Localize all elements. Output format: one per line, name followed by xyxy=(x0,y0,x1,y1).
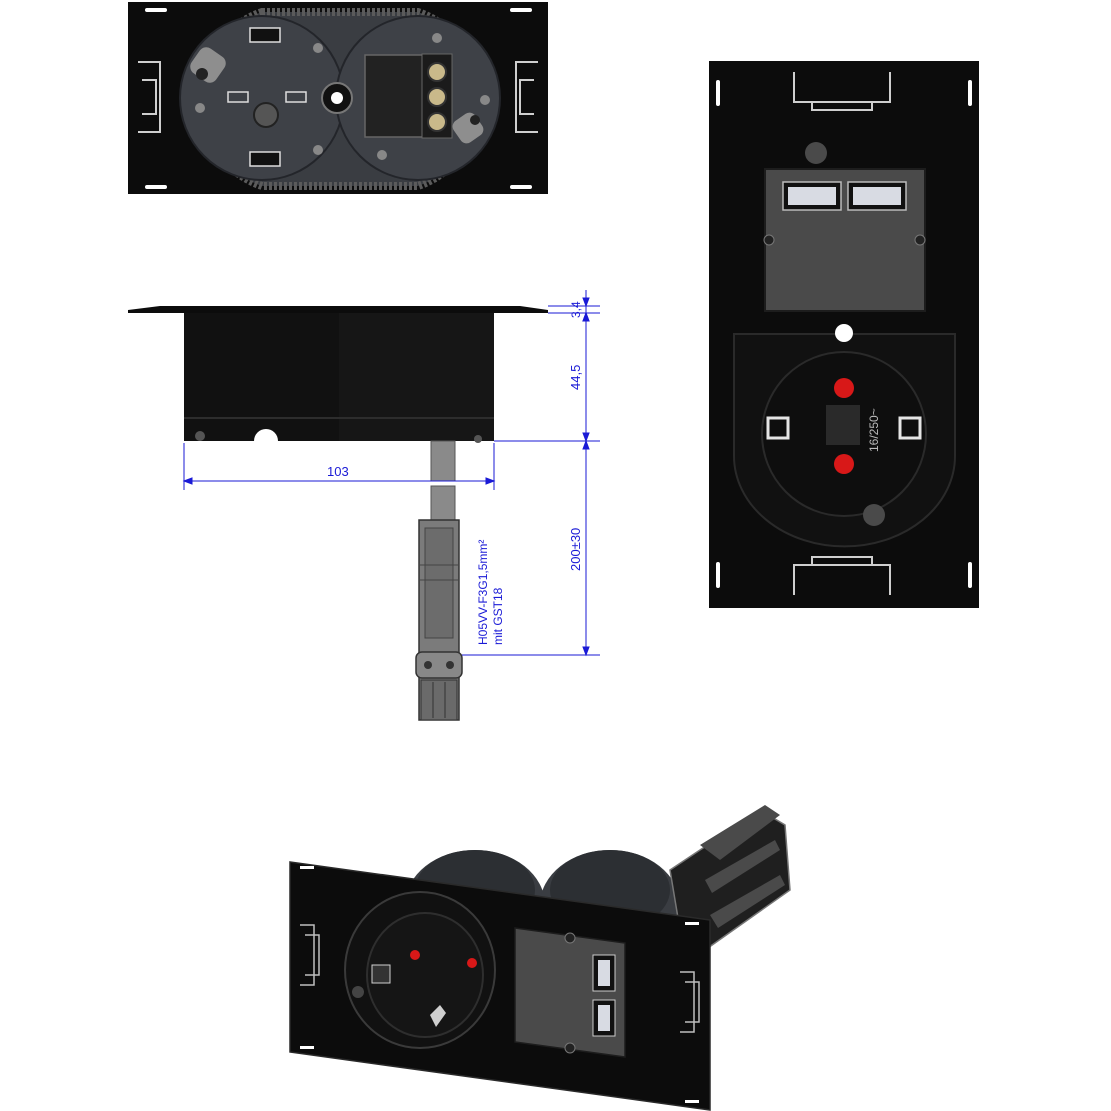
side-view xyxy=(128,306,548,721)
dimension-flange-thickness: 3,4 xyxy=(569,301,583,318)
dimension-lines xyxy=(182,290,600,657)
dimension-width: 103 xyxy=(327,464,349,479)
dimension-cable-length: 200±30 xyxy=(568,528,583,571)
cable-spec-line2: mit GST18 xyxy=(491,587,505,645)
cable-spec-line1: H05VV-F3G1,5mm² xyxy=(476,540,490,645)
perspective-view xyxy=(289,805,791,1111)
front-view xyxy=(709,61,979,608)
dimension-body-depth: 44,5 xyxy=(568,365,583,390)
socket-marking: 16/250~ xyxy=(867,408,881,452)
bottom-view xyxy=(128,2,548,194)
